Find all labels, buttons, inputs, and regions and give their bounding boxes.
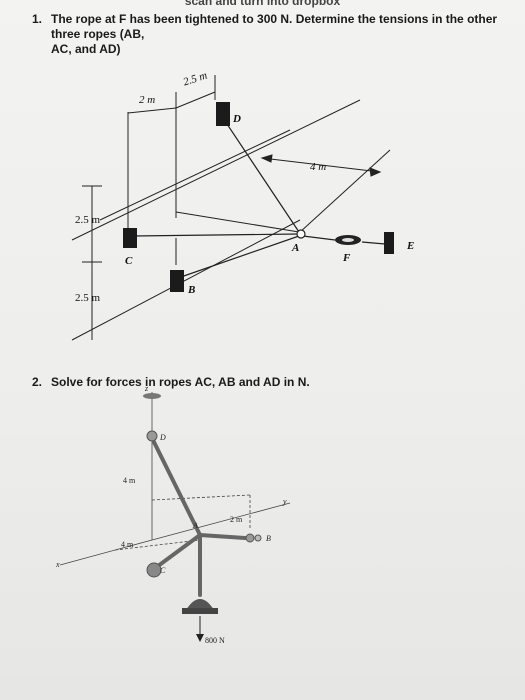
point-A-label: A (292, 242, 300, 254)
problem1-line2: AC, and AD) (51, 42, 121, 56)
point-D-label: D (233, 113, 241, 125)
y-axis (151, 502, 291, 541)
dim-4m-label: 4 m (310, 161, 327, 173)
load-label: 800 N (205, 636, 225, 645)
load-weight (186, 599, 214, 610)
dim-25m-line (175, 91, 216, 109)
dim-2m-label: 2 m (230, 515, 243, 524)
point-F-label: F (343, 252, 351, 264)
load-arrow (196, 634, 204, 642)
point-C-label: C (125, 255, 133, 267)
support-B (245, 533, 255, 543)
dim-2m-label: 2 m (139, 94, 156, 106)
problem1-number: 1. (32, 12, 43, 26)
rope-AD (150, 436, 202, 537)
anchor-C (123, 228, 137, 248)
anchor-B (170, 270, 184, 292)
line-to-A (175, 211, 300, 233)
dim-4m-line (261, 157, 381, 173)
problem1-line1: The rope at F has been tightened to 300 … (51, 12, 498, 41)
support-top (143, 393, 161, 399)
problem1-statement: The rope at F has been tightened to 300 … (51, 12, 521, 57)
dim-2m-line (127, 107, 177, 114)
point-E-label: E (407, 240, 415, 252)
support-D (146, 430, 158, 442)
rope-AF (302, 235, 336, 241)
point-B2-label: B (266, 534, 271, 543)
support-C (146, 562, 162, 578)
line-A-diag (298, 149, 391, 234)
header-cut-text: scan and turn into dropbox (184, 0, 341, 8)
problem2-statement: Solve for forces in ropes AC, AB and AD … (51, 375, 310, 389)
axis-y-label: y (283, 497, 287, 506)
point-B-label: B (188, 284, 196, 296)
rope-AD (224, 120, 300, 233)
rope-AB (177, 235, 300, 279)
point-D2-label: D (160, 433, 166, 442)
point-C2-label: C (160, 566, 166, 575)
rope-AC (156, 533, 202, 568)
rope-FE (361, 241, 386, 245)
wall-bottom-edge (71, 219, 301, 341)
wall-upper-edge (99, 129, 291, 221)
rope-AC (132, 233, 300, 237)
anchor-E (384, 232, 394, 254)
x-axis (59, 539, 153, 566)
wall-mid-edge (71, 99, 361, 241)
anchor-D (216, 102, 230, 126)
dim-4m-a-label: 4 m (123, 476, 136, 485)
problem2-number: 2. (32, 375, 43, 389)
rope-AB (198, 533, 247, 540)
point-A2-label: A (193, 521, 198, 530)
dim-25m-bottom-label: 2.5 m (75, 292, 101, 304)
dim-25m-left-label: 2.5 m (75, 214, 101, 226)
ring-A (296, 229, 306, 239)
axis-z-label: z (145, 384, 149, 393)
axis-x-label: x (56, 560, 60, 569)
dim-4m-b-label: 4 m (121, 540, 134, 549)
